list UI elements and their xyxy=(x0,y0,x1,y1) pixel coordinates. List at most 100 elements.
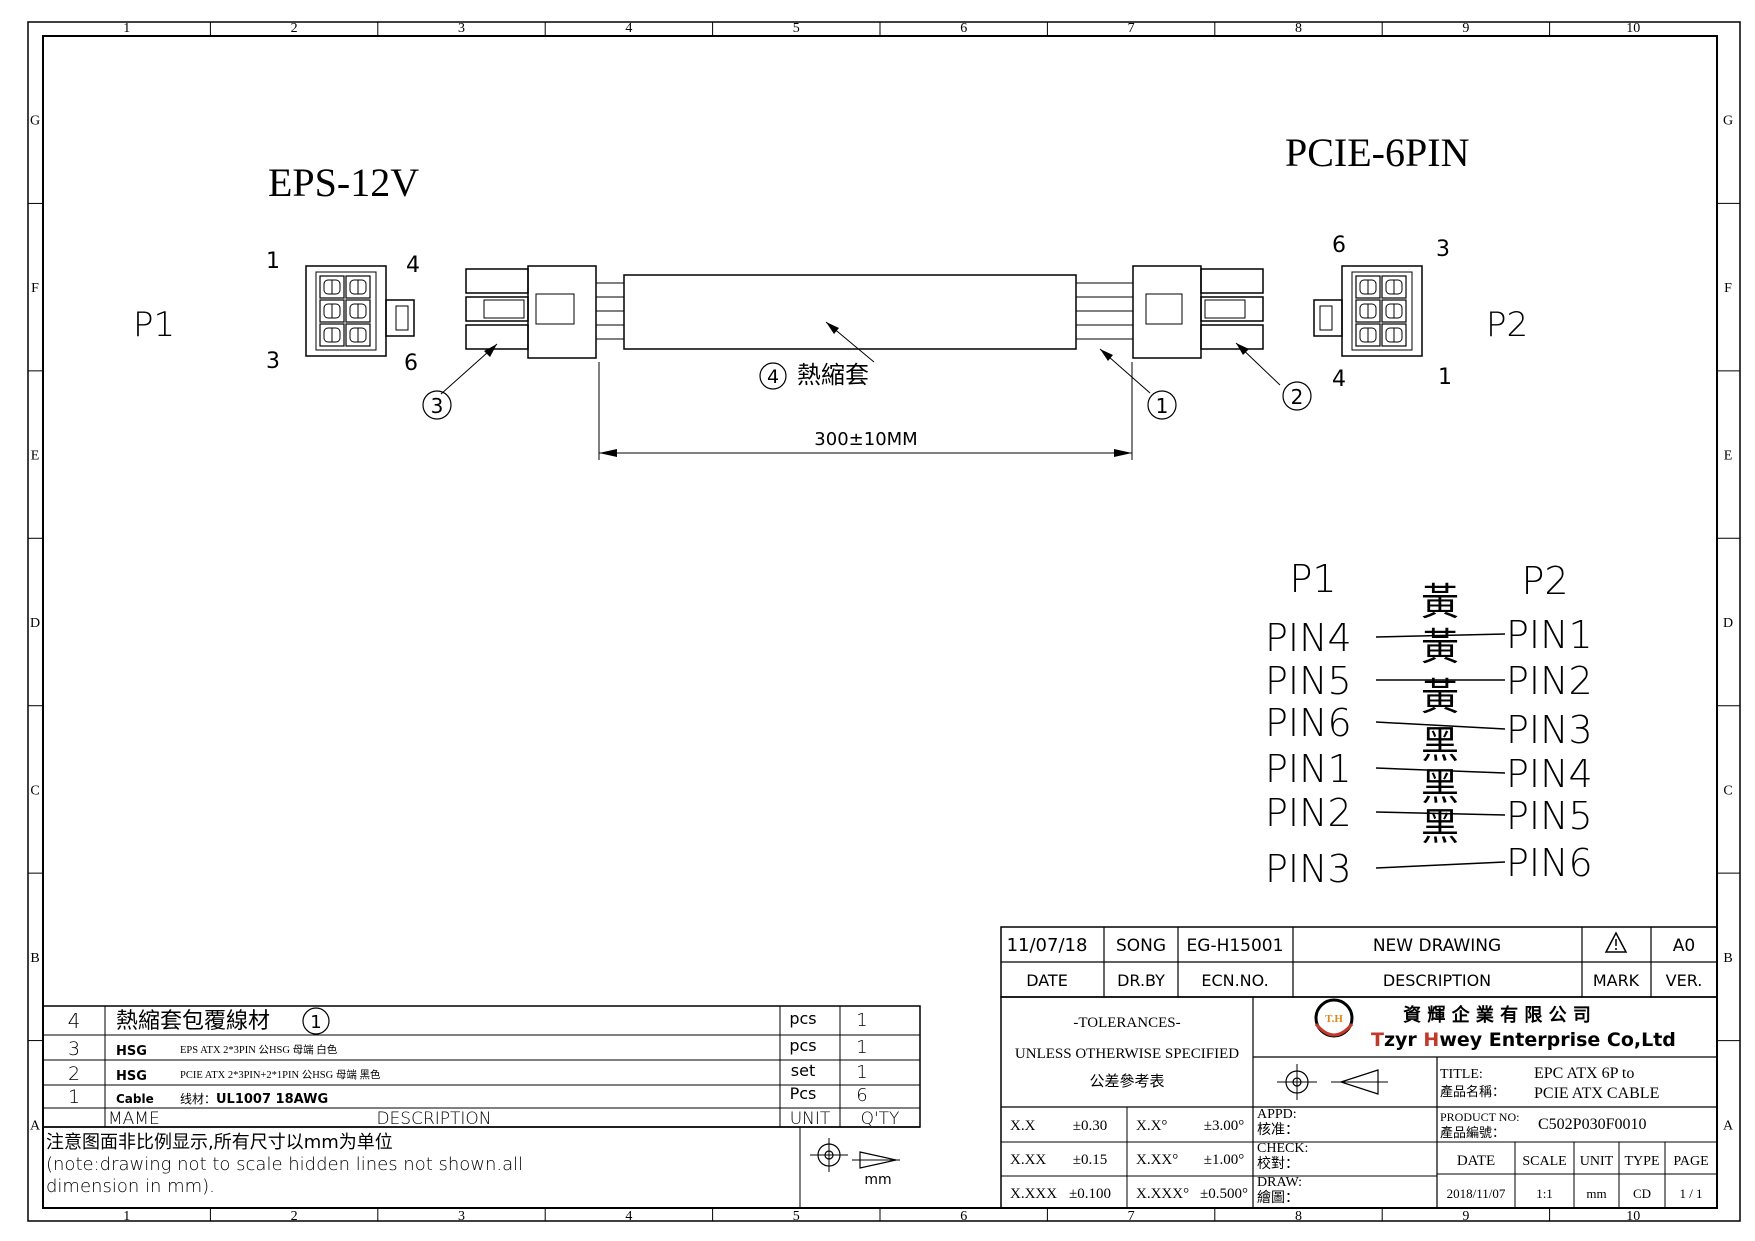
bom-balloon xyxy=(302,1007,330,1035)
tolerance-cell: X.XXX° xyxy=(1136,1186,1189,1202)
p1-pin-1: 1 xyxy=(266,249,280,274)
title-block: -TOLERANCES- UNLESS OTHERWISE SPECIFIED … xyxy=(1000,996,1718,1209)
tolerance-cell: ±0.500° xyxy=(1200,1186,1248,1202)
p2-pin-3: 3 xyxy=(1436,237,1450,262)
company-logo: T.H xyxy=(1314,998,1354,1038)
row-marker-right: C xyxy=(1723,783,1732,798)
row-marker-left: B xyxy=(30,951,39,966)
balloon-1-label: 1 xyxy=(1156,394,1169,418)
company-initial-h: H xyxy=(1423,1029,1439,1051)
column-marker-bottom: 4 xyxy=(625,1209,632,1224)
wiring-p2-pin: PIN3 xyxy=(1506,708,1593,752)
tolerance-chinese: 公差參考表 xyxy=(1089,1072,1164,1090)
company-name-english: Tzyr Hwey Enterprise Co,Ltd xyxy=(1371,1029,1676,1051)
p1-connector-face: P1 1 4 3 6 xyxy=(133,249,420,376)
column-marker-bottom: 2 xyxy=(291,1209,298,1224)
column-marker-bottom: 1 xyxy=(123,1209,130,1224)
column-marker-bottom: 5 xyxy=(793,1209,800,1224)
tolerance-cell: ±0.15 xyxy=(1073,1152,1107,1168)
tolerance-cell: ±1.00° xyxy=(1204,1152,1244,1168)
balloon-4-label: 4 xyxy=(767,366,779,388)
wiring-connection xyxy=(1375,811,1506,816)
bom-quantity: 1 xyxy=(856,1010,867,1031)
tolerance-cell: X.XXX xyxy=(1010,1186,1057,1202)
bom-description: EPS ATX 2*3PIN 公HSG 母端 白色 xyxy=(180,1043,338,1056)
info-header: DATE xyxy=(1457,1153,1495,1169)
row-marker-right: D xyxy=(1723,616,1733,631)
info-header: TYPE xyxy=(1625,1154,1660,1169)
bom-header-name: MAME xyxy=(108,1109,160,1129)
bom-quantity: 1 xyxy=(856,1062,867,1083)
approval-label: CHECK: xyxy=(1257,1141,1308,1156)
info-value: 2018/11/07 xyxy=(1447,1186,1506,1201)
revision-version: A0 xyxy=(1673,936,1695,956)
title-label-chinese: 產品名稱： xyxy=(1440,1084,1505,1100)
company-part-zyr: zyr xyxy=(1384,1029,1423,1051)
revision-date: 11/07/18 xyxy=(1007,935,1088,956)
info-value: mm xyxy=(1586,1186,1606,1201)
bom-description: PCIE ATX 2*3PIN+2*1PIN 公HSG 母端 黑色 xyxy=(180,1068,381,1081)
tolerance-cell: ±0.100 xyxy=(1069,1186,1111,1202)
header-version: VER. xyxy=(1666,971,1703,990)
wiring-p1-pin: PIN5 xyxy=(1265,659,1352,703)
product-label-chinese: 產品編號： xyxy=(1440,1125,1505,1141)
balloon-4: 4 熱縮套 xyxy=(759,361,869,390)
note-line-1: 注意图面非比例显示,所有尺寸以mm为单位 xyxy=(46,1132,393,1153)
pin-cavity xyxy=(1355,275,1381,299)
tolerance-cell: ±3.00° xyxy=(1204,1118,1244,1134)
wiring-p1-pin: PIN3 xyxy=(1265,847,1352,891)
pin-cavity xyxy=(1355,323,1381,347)
dimension-label: 300±10MM xyxy=(814,429,917,450)
column-marker-top: 10 xyxy=(1626,21,1640,36)
wiring-p1-pin: PIN6 xyxy=(1265,701,1352,745)
pin-cavity xyxy=(1381,299,1407,323)
row-marker-left: D xyxy=(30,616,40,631)
title-line-2: PCIE ATX CABLE xyxy=(1534,1085,1659,1102)
approval-label: DRAW: xyxy=(1257,1175,1302,1190)
p1-pin-4: 4 xyxy=(406,253,420,278)
column-marker-bottom: 6 xyxy=(960,1209,967,1224)
info-header: PAGE xyxy=(1673,1154,1708,1169)
approval-label-chinese: 校對： xyxy=(1257,1155,1299,1172)
wiring-p2-pin: PIN5 xyxy=(1506,794,1593,838)
bom-unit: Pcs xyxy=(790,1084,817,1103)
note-line-3: dimension in mm). xyxy=(46,1176,215,1197)
revision-ecn: EG-H15001 xyxy=(1187,936,1284,956)
bom-description: UL1007 18AWG xyxy=(216,1092,328,1107)
pin-cavity xyxy=(345,275,371,299)
company-name-chinese: 資 輝 企 業 有 限 公 司 xyxy=(1403,1004,1591,1026)
wiring-connection xyxy=(1375,861,1506,869)
eps-12v-title: EPS-12V xyxy=(268,160,419,205)
leader-lines xyxy=(440,321,1281,395)
header-drawn-by: DR.BY xyxy=(1117,971,1165,990)
bom-item-name: HSG xyxy=(116,1044,147,1059)
note-line-2: (note:drawing not to scale hidden lines … xyxy=(46,1154,523,1175)
column-marker-top: 5 xyxy=(793,21,800,36)
row-marker-left: G xyxy=(30,114,40,129)
bom-balloon-label: 1 xyxy=(310,1012,321,1033)
column-marker-bottom: 7 xyxy=(1128,1209,1135,1224)
column-marker-top: 1 xyxy=(123,21,130,36)
tolerance-title: -TOLERANCES- xyxy=(1073,1015,1180,1031)
p2-pin-1: 1 xyxy=(1438,365,1452,390)
wiring-connection xyxy=(1375,633,1506,638)
header-ecn: ECN.NO. xyxy=(1201,971,1268,990)
bom-unit-mark: mm xyxy=(864,1172,891,1188)
info-value: 1:1 xyxy=(1536,1186,1553,1201)
column-marker-top: 9 xyxy=(1462,21,1469,36)
balloon-1: 1 xyxy=(1147,390,1177,420)
heat-shrink-label: 熱縮套 xyxy=(797,361,869,389)
revision-block: 11/07/18 SONG EG-H15001 NEW DRAWING A0 D… xyxy=(1000,926,1718,998)
row-marker-right: B xyxy=(1723,951,1732,966)
row-marker-right: E xyxy=(1724,449,1733,464)
pin-cavity xyxy=(319,275,345,299)
row-marker-right: A xyxy=(1723,1118,1734,1133)
p2-connector-face: P2 6 3 4 1 xyxy=(1313,233,1528,392)
tolerance-cell: X.X xyxy=(1010,1118,1036,1134)
bom-unit: pcs xyxy=(789,1036,816,1055)
bom-item-name: 熱縮套包覆線材 xyxy=(116,1009,270,1034)
header-mark: MARK xyxy=(1593,971,1640,990)
bom-unit: set xyxy=(791,1061,815,1080)
info-value: CD xyxy=(1633,1186,1651,1201)
